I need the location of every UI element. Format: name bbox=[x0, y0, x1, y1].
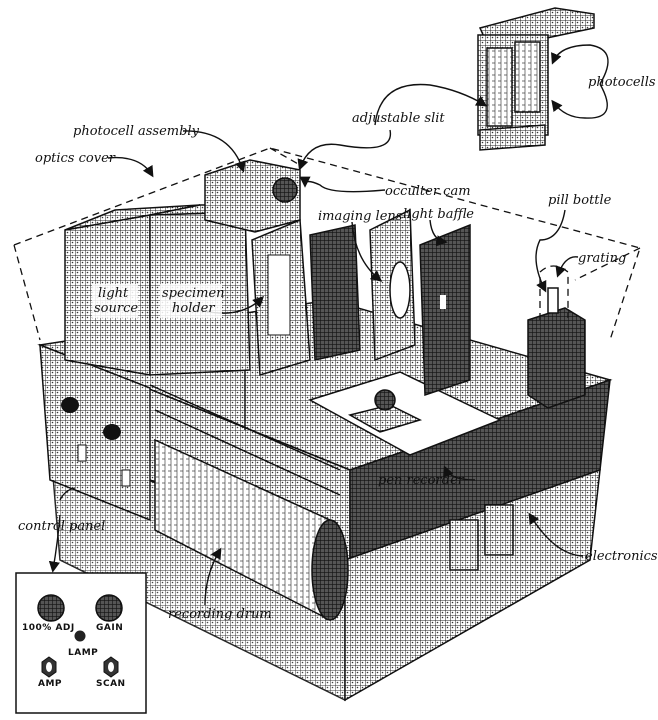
switch-scan[interactable] bbox=[103, 656, 119, 678]
optics-assembly bbox=[251, 208, 471, 397]
optics-cover-outline bbox=[13, 147, 641, 341]
knob-icon bbox=[37, 594, 65, 622]
machine-control-face bbox=[39, 343, 151, 522]
label-light-baffle: light baffle bbox=[403, 207, 474, 222]
label-adjustable-slit: adjustable slit bbox=[352, 111, 445, 126]
label-light-source-line1: light bbox=[98, 286, 129, 301]
label-pill-bottle: pill bottle bbox=[548, 193, 612, 208]
control-label-100-adj: 100% ADJ bbox=[22, 623, 75, 633]
label-light-source-line2: source bbox=[94, 301, 138, 316]
label-electronics: electronics bbox=[585, 549, 658, 564]
toggle-switch-icon bbox=[77, 444, 87, 462]
knob-icon bbox=[103, 424, 121, 440]
lamp-icon bbox=[74, 630, 86, 642]
knob-icon bbox=[95, 594, 123, 622]
photocell-assembly bbox=[204, 159, 301, 233]
label-control-panel: control panel bbox=[18, 519, 105, 534]
label-specimen-holder-line1: specimen bbox=[162, 286, 225, 301]
label-optics-cover: optics cover bbox=[35, 151, 116, 166]
control-panel-inset: 100% ADJ GAIN LAMP AMP SCAN bbox=[15, 572, 147, 714]
label-imaging-lens: imaging lens bbox=[318, 209, 403, 224]
pill-bottle bbox=[527, 265, 586, 409]
label-specimen-holder-line2: holder bbox=[172, 301, 215, 316]
control-label-amp: AMP bbox=[38, 679, 62, 689]
knob-icon bbox=[61, 397, 79, 413]
label-grating: grating bbox=[578, 251, 626, 266]
label-pen-recorder: pen recorder bbox=[378, 473, 465, 488]
pen-recorder bbox=[244, 345, 502, 456]
knob-gain[interactable] bbox=[95, 594, 123, 622]
label-photocell-assembly: photocell assembly bbox=[73, 124, 200, 139]
knob-100-adj[interactable] bbox=[37, 594, 65, 622]
lamp-indicator bbox=[74, 630, 86, 642]
label-photocells: photocells bbox=[588, 75, 656, 90]
grating-element bbox=[547, 287, 559, 314]
electronics-modules bbox=[449, 504, 514, 571]
label-occulter-cam: occulter cam bbox=[385, 184, 471, 199]
slit-photocell-inset bbox=[477, 7, 595, 151]
leader-lines bbox=[48, 44, 609, 606]
switch-amp[interactable] bbox=[41, 656, 57, 678]
toggle-switch-icon bbox=[121, 469, 131, 487]
recording-drum bbox=[149, 384, 349, 622]
control-label-gain: GAIN bbox=[96, 623, 123, 633]
control-label-lamp: LAMP bbox=[68, 648, 98, 658]
label-recording-drum: recording drum bbox=[168, 607, 272, 622]
control-label-scan: SCAN bbox=[96, 679, 126, 689]
